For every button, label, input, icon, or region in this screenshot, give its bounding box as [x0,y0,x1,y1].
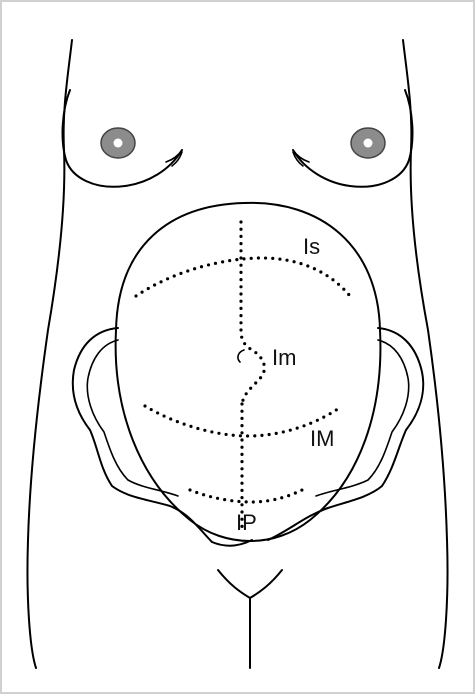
label-im: Im [272,345,296,370]
label-IM: IM [310,426,334,451]
right-nipple-icon [364,139,373,148]
left-nipple-icon [114,139,123,148]
label-ip: IP [236,510,257,535]
label-is: Is [303,234,320,259]
